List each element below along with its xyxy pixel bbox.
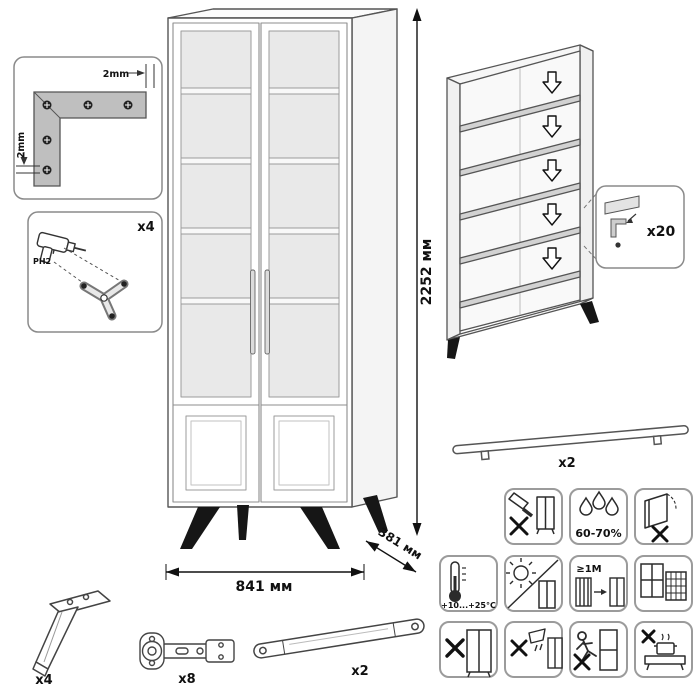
handle-detail: x2 [452,425,689,471]
leg-count-label: x4 [35,673,52,688]
cabinet-icon [466,629,492,678]
x-mark-icon [445,638,465,658]
hinge-cup-icon [141,640,163,662]
cabinet-shelves [180,87,340,305]
leg-bracket-icon [79,279,129,321]
exploded-left-panel [446,77,461,341]
x-mark-icon [573,653,591,671]
width-dimension: 841 мм [165,564,365,595]
care-no-scratch [504,488,563,545]
shelf-pin-icon [610,218,627,238]
exploded-bottom-panel [446,297,594,341]
rail-detail: x2 [253,618,425,679]
heat-distance-label: ≥1M [576,564,601,575]
liquid-container-icon [528,628,546,652]
main-cabinet [167,8,398,549]
care-no-misuse [439,621,498,678]
rail-count-label: x2 [351,664,368,679]
leg-arm-icon [35,606,79,670]
cabinet-icon [609,577,625,607]
handle-bar-icon [452,425,689,455]
cabinet-handle [250,269,270,355]
drill-icon [36,231,87,264]
rail-bar-icon [253,618,425,659]
height-label: 2252 мм [419,239,435,306]
corner-joint-detail: 2mm 2mm [13,56,163,200]
exploded-shelves [459,94,581,309]
care-no-tilt [634,488,693,545]
exploded-legs [447,301,599,359]
width-label: 841 мм [236,579,293,595]
cabinet-legs [180,495,388,549]
cabinet-side-panel [351,8,398,508]
x-mark-icon [651,525,669,543]
no-scratch-icon [508,492,555,535]
leg-plate-icon [49,590,111,615]
x-mark-icon [510,639,528,657]
hinge-detail: x8 [139,632,235,687]
care-sunlight [504,555,563,612]
temperature-label: +10...+25°C [441,601,496,610]
care-no-climbing [569,621,628,678]
exploded-shelf-view [446,44,599,359]
right-glass-pane [268,30,340,398]
callout-leader-lines [583,192,598,261]
exploded-right-panel [579,44,594,305]
gap-top-dimension [128,64,155,88]
shelf-pin-callout: x20 [595,185,685,269]
window-icon [640,563,664,598]
care-grid: 60-70% +10.. [439,488,693,678]
cabinet-icon [599,629,618,671]
hinge-plate-icon [205,639,235,663]
gap-side-label: 2mm [16,132,27,159]
shelf-pin-count-label: x20 [647,224,676,240]
cabinet-icon [547,637,563,669]
sun-icon [506,558,536,588]
leg-detail: x4 [32,590,111,688]
shelf-corner-icon [604,195,640,215]
leg-assembly-count-label: x4 [137,220,154,235]
screw-guide-lines [53,247,123,286]
tilted-door-icon [644,493,677,529]
screw-icon [42,100,133,175]
left-glass-pane [180,30,252,398]
radiator-icon [575,577,592,607]
hot-pot-icon [644,633,686,671]
hinge-count-label: x8 [178,672,195,687]
care-no-liquid [504,621,563,678]
leg-assembly-detail: x4 PH2 [27,211,163,333]
cabinet-icon [538,580,556,609]
hinge-arm-icon [161,643,213,659]
x-mark-icon [641,629,656,644]
grille-icon [665,571,687,601]
thermometer-icon [449,561,466,602]
gap-top-label: 2mm [103,69,130,80]
care-temperature: +10...+25°C [439,555,498,612]
shade-divider [507,559,559,609]
care-humidity: 60-70% [569,488,628,545]
height-dimension: 2252 мм [412,8,435,536]
leg-foot-icon [32,661,49,677]
screwdriver-bit-label: PH2 [33,257,51,266]
handle-count-label: x2 [558,456,575,471]
care-heat-distance: ≥1M [569,555,628,612]
humidity-label: 60-70% [575,527,621,540]
x-mark-icon [509,516,529,536]
care-window-grille [634,555,693,612]
depth-dimension: 381 мм [365,525,425,573]
care-no-hot [634,621,693,678]
distance-arrow-icon [594,589,607,595]
gap-side-dimension [16,152,40,174]
